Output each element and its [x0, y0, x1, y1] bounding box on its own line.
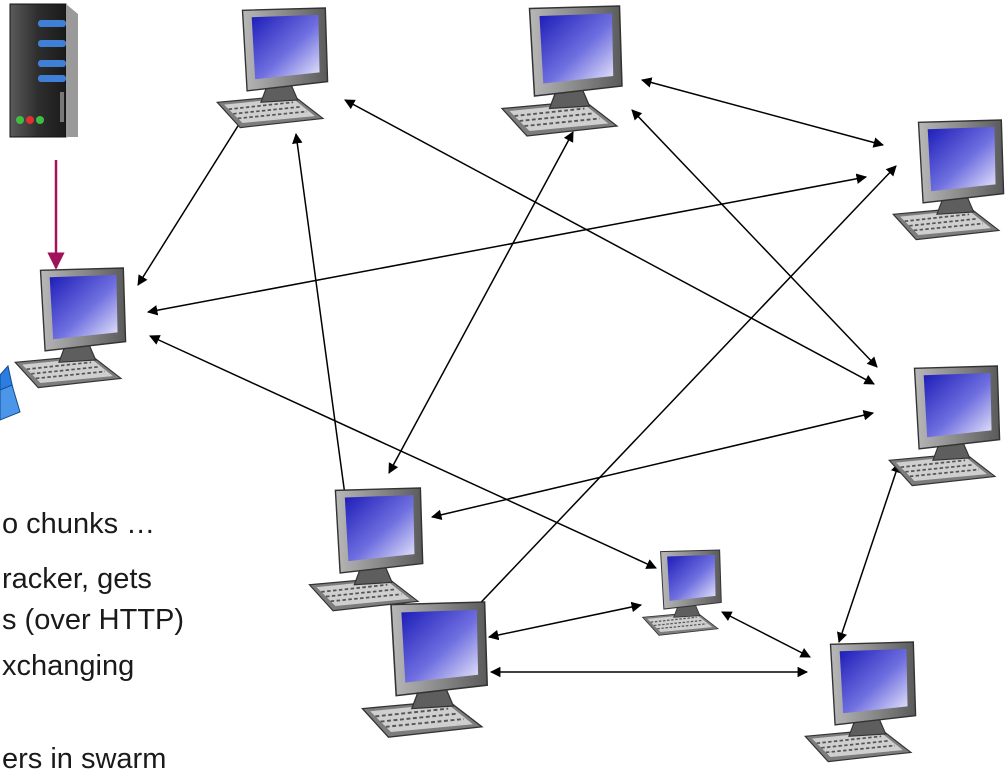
- slide-text-line-2: racker, gets: [2, 563, 152, 595]
- peer-computer-icon: [308, 487, 424, 612]
- peer-computer-icon: [501, 5, 623, 137]
- slide-text-line-4: xchanging: [2, 650, 135, 682]
- link-peer-p2-p9: [388, 131, 574, 474]
- peer-computer-icon: [892, 119, 1005, 241]
- link-peer-p1-p5: [344, 99, 875, 385]
- link-peer-p7-p6: [721, 611, 811, 658]
- peer-computer-icon: [641, 549, 722, 636]
- slide-text-line-5: ers in swarm: [2, 743, 167, 775]
- link-peer-p8-p7: [487, 601, 643, 641]
- peer-computer-icon: [216, 7, 329, 129]
- peer-computer-icon: [804, 641, 917, 763]
- link-peer-newcomer-p3: [146, 173, 868, 316]
- link-peer-p2-p5: [631, 109, 878, 368]
- tracker-server-icon: [9, 3, 78, 138]
- peer-computer-icon: [361, 601, 489, 739]
- link-peer-p1-newcomer: [137, 101, 254, 286]
- file-chunks-icon: [0, 364, 21, 421]
- link-peer-p5-p9: [430, 410, 875, 520]
- peer-links: [137, 77, 901, 678]
- link-peer-p2-p3: [640, 77, 885, 148]
- slide-text-line-1: o chunks …: [2, 508, 156, 540]
- link-peer-p3-p8: [467, 165, 897, 617]
- link-peer-p1-p9: [292, 132, 351, 512]
- peer-computer-icon: [888, 365, 1001, 487]
- link-peer-p5-p6: [837, 462, 901, 643]
- slide-text-line-3: s (over HTTP): [2, 604, 185, 636]
- newcomer-peer-computer-icon: [14, 267, 127, 389]
